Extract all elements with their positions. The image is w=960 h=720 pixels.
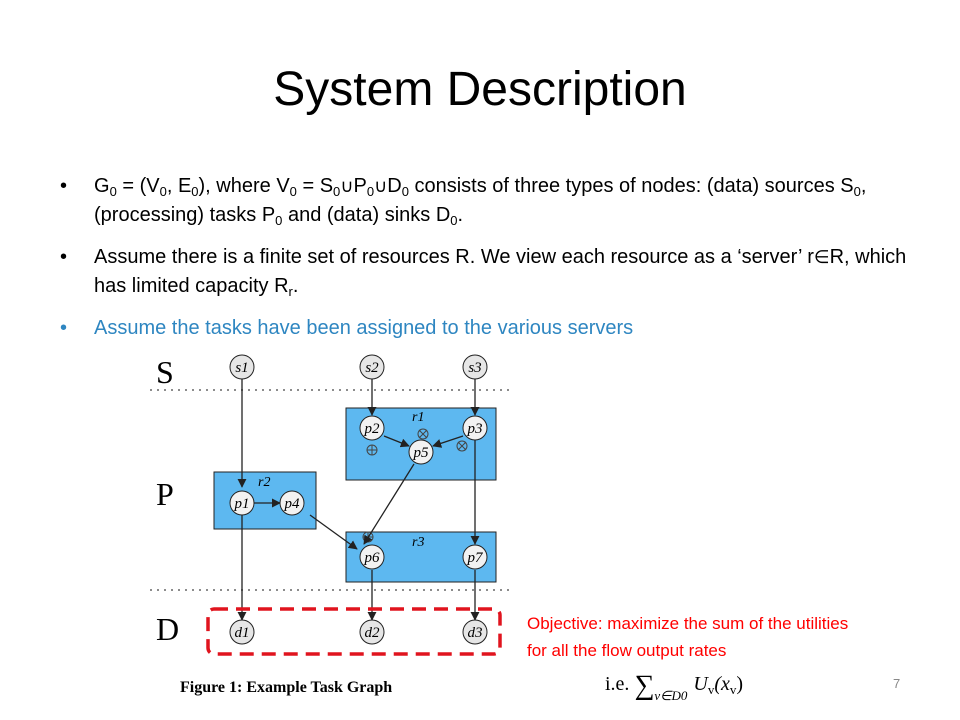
svg-text:s2: s2 [365,360,379,376]
bullet-task-assignment: • Assume the tasks have been assigned to… [60,314,940,342]
node-d3: d3 [462,619,488,645]
node-d2: d2 [359,619,385,645]
utility-formula: i.e. ∑v∈D0Uv(xv) [605,670,744,704]
svg-text:p3: p3 [467,421,483,437]
bullet-list: • G0 = (V0, E0), where V0 = S0∪P0∪D0 con… [60,172,940,356]
objective-note: Objective: maximize the sum of the utili… [527,610,957,664]
slide-title: System Description [273,63,687,116]
sinks-highlight [206,607,502,656]
element-of-symbol: ∈ [813,247,830,268]
bullet-marker: • [60,317,68,339]
svg-text:s3: s3 [468,360,481,376]
graph-edges [237,379,480,621]
svg-text:d2: d2 [365,625,381,641]
row-label-processing: P [156,476,174,512]
row-label-sources: S [156,354,174,390]
objective-line-1: Objective: maximize the sum of the utili… [527,614,849,633]
node-p4: p4 [279,490,305,516]
node-d1: d1 [229,619,255,645]
summation-symbol: ∑ [634,670,655,701]
formula-argument: (x [714,673,730,695]
figure-caption: Figure 1: Example Task Graph [180,679,392,696]
bullet-marker: • [60,246,68,268]
summation-index: v∈D0 [654,688,688,703]
bullet-resources: • Assume there is a finite set of resour… [60,243,940,300]
server-label-r3: r3 [412,535,424,550]
node-s3: s3 [462,354,488,380]
svg-text:p5: p5 [413,445,430,461]
node-s2: s2 [359,354,385,380]
bullet-marker: • [60,175,68,197]
formula-prefix: i.e. [605,673,630,695]
node-s1: s1 [229,354,255,380]
bullet-graph-definition: • G0 = (V0, E0), where V0 = S0∪P0∪D0 con… [60,172,940,229]
svg-text:p2: p2 [364,421,381,437]
svg-text:d1: d1 [235,625,250,641]
svg-text:p7: p7 [467,550,485,566]
task-graph-figure: S P D r1 r2 r3 [150,354,510,696]
svg-text:p1: p1 [234,496,250,512]
node-p2: p2 [359,415,385,441]
server-label-r1: r1 [412,410,424,425]
objective-line-2: for all the flow output rates [527,641,727,660]
svg-text:p4: p4 [284,496,301,512]
node-p3: p3 [462,415,488,441]
server-label-r2: r2 [258,475,270,490]
node-p1: p1 [229,490,255,516]
svg-text:s1: s1 [235,360,248,376]
union-symbol: ∪ [340,176,354,197]
page-number: 7 [893,676,901,691]
utility-function: U [693,673,708,695]
row-label-sinks: D [156,611,179,647]
svg-text:d3: d3 [468,625,483,641]
node-p6: p6 [359,544,385,570]
graph-nodes: s1 s2 s3 p1 p2 p3 p4 p5 p6 p7 d1 d2 d3 [229,354,488,645]
node-p7: p7 [462,544,488,570]
node-p5: p5 [408,439,434,465]
union-symbol: ∪ [374,176,388,197]
svg-text:p6: p6 [364,550,381,566]
